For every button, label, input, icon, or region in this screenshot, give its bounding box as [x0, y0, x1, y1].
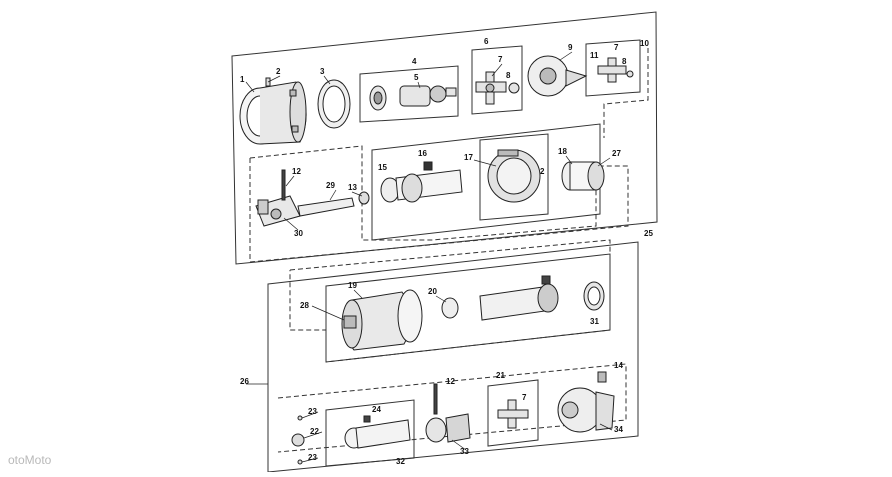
part-9-yoke	[527, 55, 588, 97]
callout-33: 33	[460, 447, 469, 456]
top-assembly-frame	[231, 11, 658, 265]
callout-4: 4	[412, 57, 417, 66]
box-part-21	[487, 379, 539, 447]
part-17-cone	[487, 149, 541, 203]
callout-22: 22	[310, 427, 319, 436]
callout-18: 18	[558, 147, 567, 156]
part-15-tube	[380, 161, 463, 203]
box-part-4	[359, 65, 459, 123]
callout-19: 19	[348, 281, 357, 290]
callout-29: 29	[326, 181, 335, 190]
part-29-shaft	[297, 197, 355, 217]
callout-34: 34	[614, 425, 623, 434]
callout-12b: 12	[446, 377, 455, 386]
callout-24: 24	[372, 405, 381, 414]
callout-15: 15	[378, 163, 387, 172]
callout-31: 31	[590, 317, 599, 326]
callout-16: 16	[418, 149, 427, 158]
part-inner-tube	[479, 275, 559, 321]
callout-25: 25	[644, 229, 653, 238]
callout-26: 26	[240, 377, 249, 386]
part-21-cross	[497, 399, 529, 429]
part-32-tube	[344, 415, 411, 449]
part-6-cross-joint	[475, 71, 520, 105]
box-part-15-18	[371, 123, 601, 241]
callout-7b: 7	[614, 43, 619, 52]
callout-17: 17	[464, 153, 473, 162]
box-part-10	[585, 39, 641, 97]
callout-14: 14	[614, 361, 623, 370]
callout-6: 6	[484, 37, 489, 46]
callout-21: 21	[496, 371, 505, 380]
callout-27: 27	[612, 149, 621, 158]
part-20-ring	[441, 297, 459, 319]
callout-8b: 8	[622, 57, 627, 66]
top-assembly	[231, 11, 658, 265]
part-33-yoke	[425, 383, 471, 443]
part-13-washer	[358, 191, 370, 205]
part-4-5-bearing-assembly	[369, 85, 457, 111]
bottom-assembly-frame	[267, 241, 639, 473]
part-3-bearing-ring	[317, 79, 351, 129]
callout-2: 2	[276, 67, 281, 76]
callout-7: 7	[498, 55, 503, 64]
callout-28: 28	[300, 301, 309, 310]
part-19-guard-bellows	[341, 289, 423, 351]
callout-20: 20	[428, 287, 437, 296]
callout-13: 13	[348, 183, 357, 192]
callouts: 1 2 3 4 5 6 7 8 9 11 7 8 10 12 29 13 30 …	[240, 37, 653, 466]
callout-5: 5	[414, 73, 419, 82]
callout-2b: 2	[540, 167, 545, 176]
part-1-guard-cone	[239, 81, 307, 145]
callout-3: 3	[320, 67, 325, 76]
callout-12: 12	[292, 167, 301, 176]
callout-9: 9	[568, 43, 573, 52]
box-part-32	[325, 399, 415, 467]
part-34-yoke	[557, 371, 615, 433]
watermark-text: otoMoto	[8, 453, 52, 467]
part-22-23-washers	[291, 415, 305, 465]
callout-23b: 23	[308, 453, 317, 462]
callout-23: 23	[308, 407, 317, 416]
callout-10: 10	[640, 39, 649, 48]
callout-30: 30	[294, 229, 303, 238]
callout-7c: 7	[522, 393, 527, 402]
part-18-ring	[561, 161, 605, 191]
callout-1: 1	[240, 75, 245, 84]
box-part-17	[479, 133, 549, 221]
callout-11: 11	[590, 51, 599, 60]
box-upper-row	[325, 253, 611, 363]
leader-lines	[245, 51, 613, 463]
part-31-bearing-ring	[583, 281, 605, 311]
part-30-yoke	[255, 195, 301, 227]
part-12-bolt	[281, 169, 286, 201]
box-part-6	[471, 45, 523, 115]
top-dashed-outline	[249, 145, 629, 263]
callout-8: 8	[506, 71, 511, 80]
callout-32: 32	[396, 457, 405, 466]
part-10-11-cross	[597, 57, 634, 83]
